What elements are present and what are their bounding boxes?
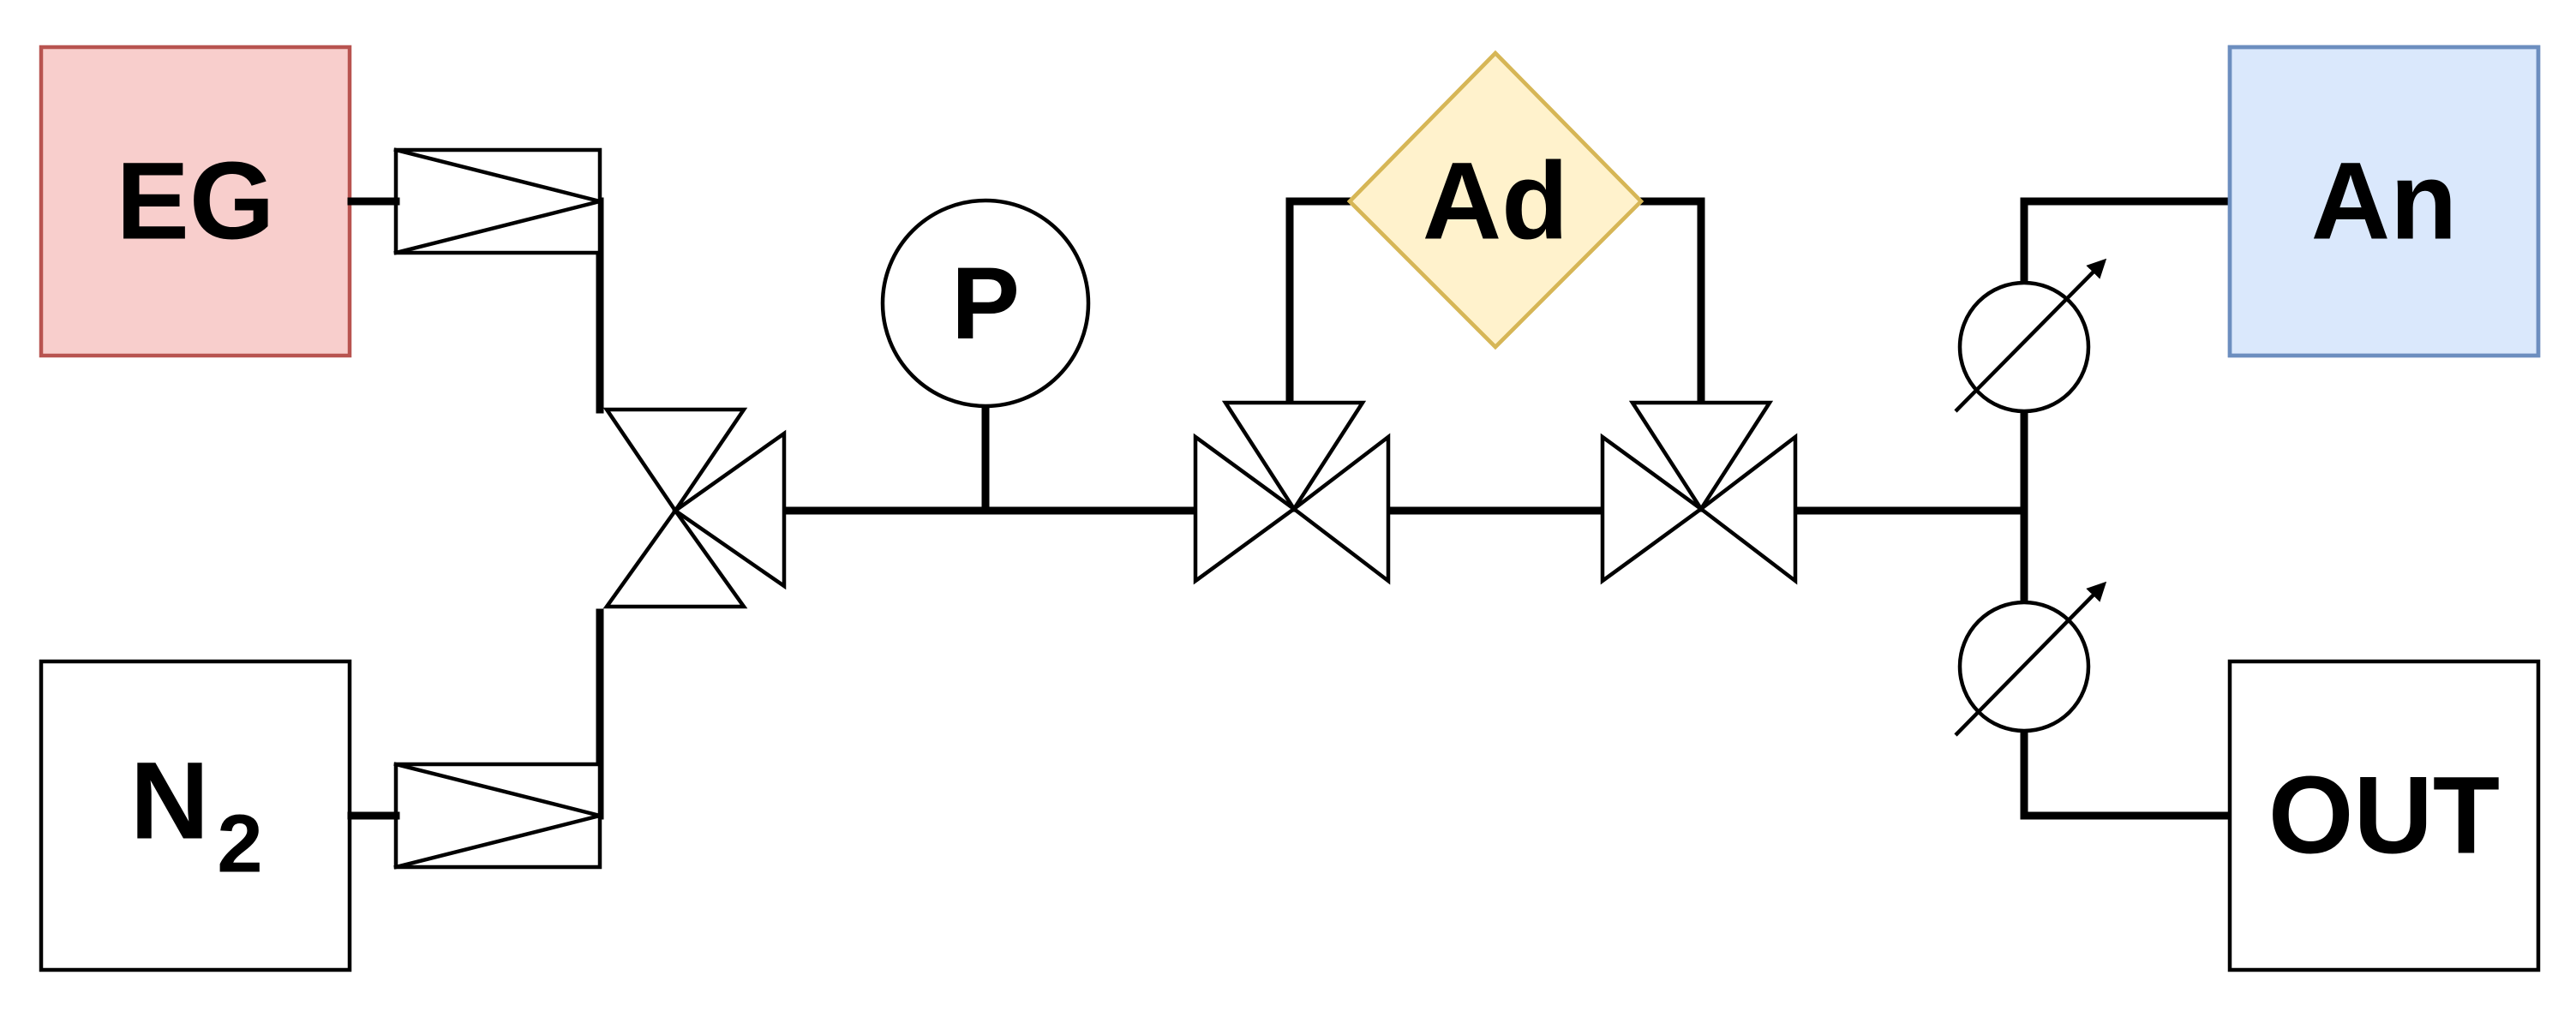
n2-source-box: N 2 xyxy=(39,659,352,972)
an-label: An xyxy=(2311,141,2458,263)
pressure-gauge-icon: P xyxy=(880,198,1091,409)
out-box-rect xyxy=(2227,659,2541,972)
check-valve-icon xyxy=(393,147,602,255)
adjustable-flow-controller-icon xyxy=(1954,258,2107,414)
adjustable-flow-controller-icon xyxy=(1954,581,2107,737)
pipe-ad-inlet xyxy=(1285,197,1354,407)
ad-adsorber-diamond: Ad xyxy=(1346,50,1644,350)
out-exhaust-box: OUT xyxy=(2227,659,2541,972)
eg-box-rect xyxy=(41,47,350,356)
check-valve-stubs xyxy=(347,197,400,820)
pipe-to-out xyxy=(2020,731,2234,820)
an-analyzer-box: An xyxy=(2227,45,2541,358)
n2-subscript: 2 xyxy=(217,799,262,890)
n2-box-rect xyxy=(39,659,352,972)
pressure-gauge-circle xyxy=(880,198,1091,409)
three-way-valve-icon xyxy=(1600,400,1798,585)
pipe-ad-outlet xyxy=(1637,197,1705,407)
pipe-to-an xyxy=(2020,197,2234,287)
out-label: OUT xyxy=(2268,755,2500,877)
an-box-border xyxy=(2227,45,2541,358)
ad-diamond-border xyxy=(1346,50,1644,350)
three-way-valve-icon xyxy=(602,407,787,609)
ad-label: Ad xyxy=(1423,141,1569,263)
n2-label: N xyxy=(130,740,209,863)
check-valve-icon xyxy=(393,762,602,870)
three-way-valve-icon xyxy=(1193,400,1391,585)
eg-label: EG xyxy=(117,141,275,263)
pressure-gauge-label: P xyxy=(951,246,1020,361)
eg-source-box: EG xyxy=(39,45,352,358)
an-box-rect xyxy=(2227,45,2541,358)
